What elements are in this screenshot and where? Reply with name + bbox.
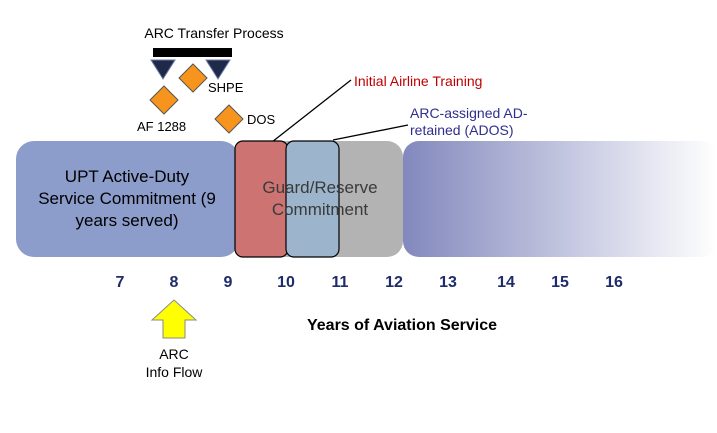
af1288-diamond-icon [149, 85, 179, 115]
ados-callout-line2: retained (ADOS) [410, 122, 513, 138]
dos-diamond-icon [214, 104, 244, 134]
info-flow-arrow-icon [150, 299, 198, 339]
tick-label: 13 [439, 274, 457, 291]
ados-callout-line1: ARC-assigned AD- [410, 105, 528, 121]
initial-airline-training-leader-line [271, 79, 352, 143]
ados-leader-line [332, 124, 409, 141]
guard-reserve-label-line2: Commitment [272, 200, 369, 219]
info-flow-label-line2: Info Flow [146, 364, 204, 380]
tick-label: 8 [170, 274, 179, 291]
tick-label: 11 [332, 274, 349, 291]
shpe-label: SHPE [208, 80, 244, 95]
tick-label: 16 [605, 274, 623, 291]
transfer-process-bar [153, 48, 232, 57]
dos-label: DOS [247, 112, 276, 127]
upt-label-line2: Service Commitment (9 [38, 189, 216, 208]
upt-commitment-box [16, 141, 239, 257]
tick-label: 10 [277, 274, 295, 291]
transfer-triangle-marker-1 [150, 59, 176, 80]
axis-ticks: 7 8 9 10 11 12 13 14 15 16 [116, 274, 623, 291]
shpe-diamond-icon [178, 63, 208, 93]
af1288-label: AF 1288 [137, 119, 186, 134]
tick-label: 15 [551, 274, 569, 291]
upt-label-line3: years served) [76, 211, 179, 230]
transfer-triangle-marker-2 [205, 59, 231, 80]
tick-label: 7 [116, 274, 125, 291]
tick-label: 9 [224, 274, 233, 291]
info-flow-label-line1: ARC [159, 346, 189, 362]
tick-label: 14 [497, 274, 515, 291]
initial-airline-training-callout: Initial Airline Training [354, 73, 482, 89]
upt-label-line1: UPT Active-Duty [65, 167, 190, 186]
axis-title: Years of Aviation Service [307, 317, 497, 334]
transfer-process-title: ARC Transfer Process [144, 25, 283, 41]
tick-label: 12 [385, 274, 403, 291]
guard-reserve-label-line1: Guard/Reserve [262, 178, 377, 197]
ados-box [285, 140, 340, 258]
future-service-gradient-bar [403, 141, 717, 257]
initial-airline-training-box [234, 140, 289, 258]
